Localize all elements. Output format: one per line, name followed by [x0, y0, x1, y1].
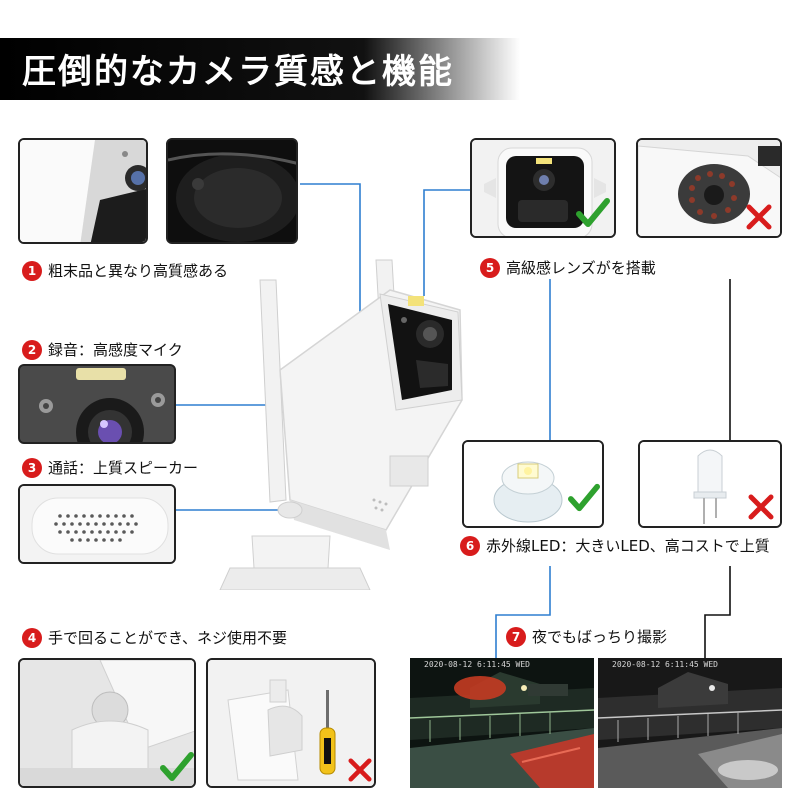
night-bw-timestamp: 2020-08-12 6:11:45 WED — [612, 660, 718, 669]
x-mark-icon — [748, 494, 774, 520]
feature-4-badge: 4 — [22, 627, 42, 648]
housing-closeup-photo — [18, 138, 148, 244]
feature-6-badge: 6 — [460, 535, 480, 556]
good-led-photo — [462, 440, 604, 528]
good-camera-photo — [470, 138, 616, 238]
speaker-closeup-photo — [18, 484, 176, 564]
feature-2-text: 録音：高感度マイク — [48, 341, 183, 359]
feature-5: 5 高級感レンズがを搭載 — [480, 257, 656, 278]
x-mark-icon — [348, 758, 372, 782]
bracket-hand-rotate-photo — [18, 658, 196, 788]
bracket-screwdriver-photo — [206, 658, 376, 788]
feature-1-text: 粗末品と異なり高質感ある — [48, 262, 229, 280]
microphone-closeup-photo — [18, 364, 176, 444]
bad-camera-photo — [636, 138, 782, 238]
feature-6: 6 赤外線LED：大きいLED、高コストで上質 — [460, 535, 770, 556]
check-mark-icon — [568, 483, 600, 512]
feature-5-text: 高級感レンズがを搭載 — [506, 259, 656, 277]
night-bw-photo: 2020-08-12 6:11:45 WED — [598, 658, 782, 788]
feature-4: 4 手で回ることができ、ネジ使用不要 — [22, 627, 287, 648]
connector-line-night-bw — [704, 566, 731, 660]
connector-line-night-color — [495, 566, 551, 660]
connector-line-lens — [423, 189, 470, 296]
feature-1-badge: 1 — [22, 260, 42, 281]
check-mark-icon — [160, 752, 194, 781]
feature-7: 7 夜でもばっちり撮影 — [506, 626, 667, 647]
connector-line-housing — [300, 183, 361, 365]
feature-7-text: 夜でもばっちり撮影 — [532, 628, 668, 646]
feature-3-text: 通話：上質スピーカー — [48, 459, 199, 477]
feature-3-badge: 3 — [22, 457, 42, 478]
title-banner — [0, 38, 520, 100]
feature-5-badge: 5 — [480, 257, 500, 278]
bad-led-photo — [638, 440, 782, 528]
feature-1: 1 粗末品と異なり高質感ある — [22, 260, 228, 281]
feature-4-text: 手で回ることができ、ネジ使用不要 — [48, 629, 287, 647]
camera-front-closeup-photo — [166, 138, 298, 244]
feature-2-badge: 2 — [22, 339, 42, 360]
feature-3: 3 通話：上質スピーカー — [22, 457, 198, 478]
check-mark-icon — [576, 198, 610, 227]
night-color-photo: 2020-08-12 6:11:45 WED — [410, 658, 594, 788]
camera-main-illustration — [190, 250, 480, 590]
feature-7-badge: 7 — [506, 626, 526, 647]
feature-2: 2 録音：高感度マイク — [22, 339, 183, 360]
night-color-timestamp: 2020-08-12 6:11:45 WED — [424, 660, 530, 669]
page-title: 圧倒的なカメラ質感と機能 — [22, 52, 454, 92]
feature-6-text: 赤外線LED：大きいLED、高コストで上質 — [486, 537, 770, 555]
x-mark-icon — [746, 204, 772, 230]
